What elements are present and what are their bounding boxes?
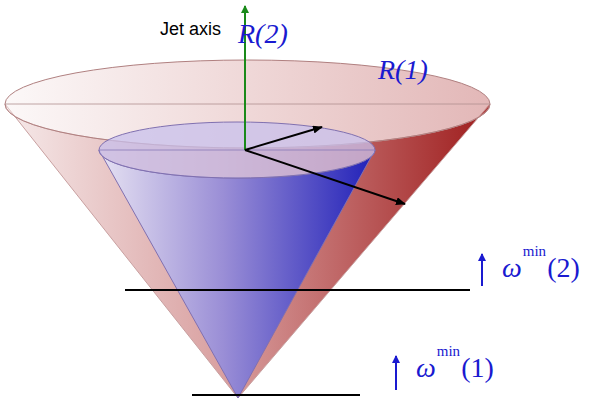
energy-index: (2) — [547, 254, 580, 282]
energy-symbol: ω — [502, 254, 522, 282]
energy-superscript: min — [523, 244, 546, 259]
energy-symbol: ω — [416, 354, 436, 382]
energy-superscript: min — [437, 344, 460, 359]
radius-label: R(1) — [378, 56, 428, 84]
axis-label: Jet axis — [160, 20, 221, 38]
radius-label: R(2) — [238, 20, 288, 48]
energy-index: (1) — [461, 354, 494, 382]
